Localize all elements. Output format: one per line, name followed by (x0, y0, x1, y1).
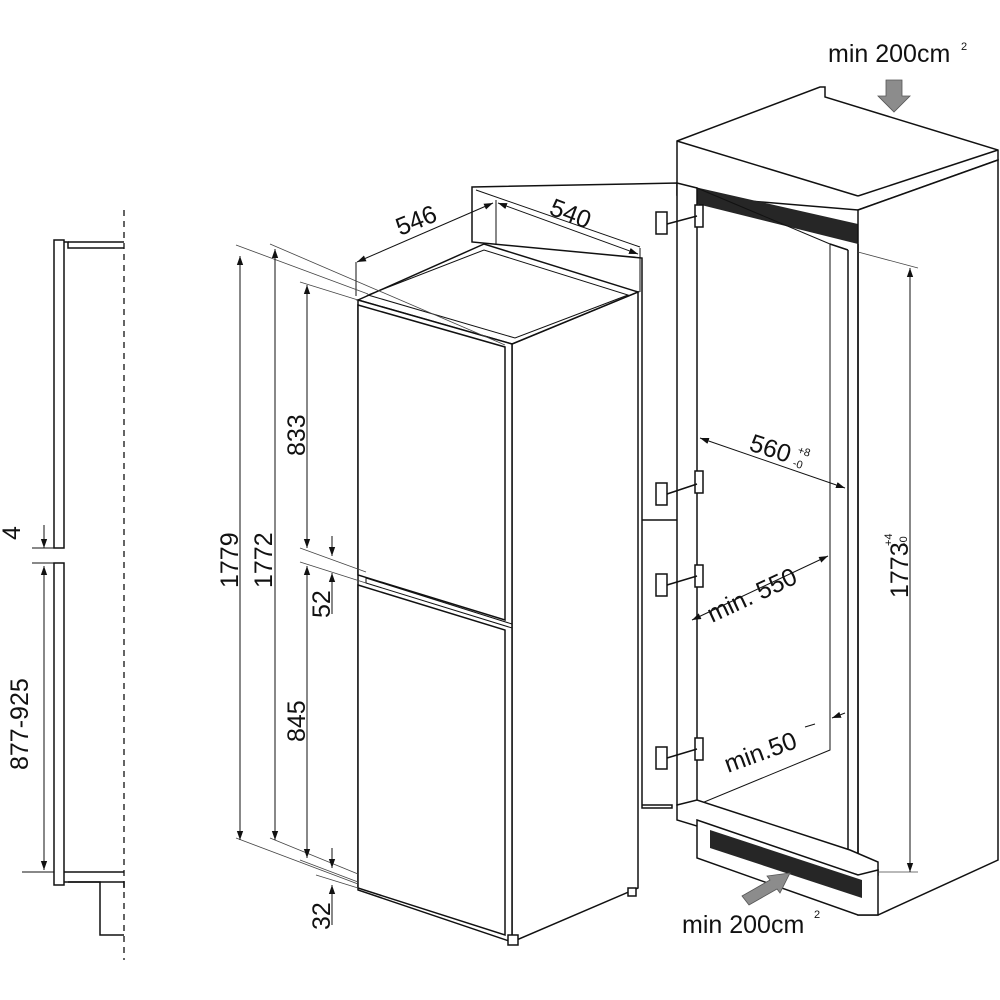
niche-height-tol-minus: -0 (898, 536, 910, 546)
hinge-3-plate (655, 573, 668, 597)
top-vent-label: min 200cm (828, 40, 950, 68)
ext-1772-bottom (269, 837, 359, 875)
niche-height-label: 1773 (886, 542, 914, 598)
bottom-vent-arrow (741, 872, 791, 906)
height-label: 877-925 (6, 678, 34, 770)
niche-right-side (857, 158, 999, 916)
niche: min 200cm 2 min 200cm 2 (655, 40, 999, 939)
hinge-2-block (694, 470, 704, 494)
hinge-2-plate (655, 482, 668, 506)
door-gap-strip (365, 577, 513, 629)
ext-833-top (299, 281, 359, 301)
upper-cabinet-edge (64, 241, 124, 249)
ext-32 (315, 874, 359, 889)
lower-door (357, 583, 506, 937)
upper-door (357, 304, 506, 622)
rear-gap-label: min.50 (720, 727, 800, 779)
hinge-2-arm (666, 483, 698, 495)
appliance: 546 540 1779 1772 833 845 52 32 (216, 182, 679, 946)
depth-dim-line (356, 202, 494, 263)
niche-height-tol-plus: +4 (883, 533, 895, 546)
lower-door-label: 845 (283, 700, 311, 742)
appliance-side (511, 290, 639, 944)
gap-label: 4 (0, 526, 26, 540)
appliance-top-inner (366, 249, 630, 339)
ext-1772-top (269, 243, 506, 346)
ext-845-top (299, 561, 367, 584)
plinth (68, 881, 124, 936)
niche-width-tol-plus: +8 (796, 444, 812, 459)
door-gap-label: 52 (308, 590, 336, 618)
bottom-vent-label: min 200cm (682, 911, 804, 939)
foot-rear (627, 887, 637, 897)
ext-1779-top (235, 244, 369, 295)
hinge-bottom-plate (655, 746, 668, 770)
niche-inner-left (696, 187, 831, 806)
bottom-vent-slot (710, 830, 862, 898)
dim-560-line (699, 437, 846, 489)
top-vent-sup: 2 (961, 41, 967, 53)
body-height-label: 1772 (250, 532, 278, 588)
ext-1773-top (857, 251, 919, 269)
dim-50-tick (804, 723, 816, 728)
base-gap-label: 32 (308, 902, 336, 930)
niche-width-label: 560 (746, 429, 794, 469)
top-vent-arrow (877, 79, 911, 113)
side-profile: 4 877-925 (0, 210, 125, 960)
bottom-vent-sup: 2 (814, 909, 820, 921)
lower-door-panel (53, 562, 65, 886)
depth-label: 546 (392, 200, 441, 242)
ext-845-bottom (299, 859, 359, 883)
hinge-bottom-arm (666, 748, 698, 759)
total-height-label: 1779 (216, 532, 244, 588)
hinge-bottom (655, 737, 704, 770)
hinge-top-plate (655, 211, 668, 235)
niche-inner-back-top (829, 243, 849, 251)
hinge-top (655, 204, 704, 235)
niche-top-right-edge (857, 149, 999, 197)
upper-door-panel (53, 239, 65, 549)
width-dim-line (497, 202, 639, 255)
niche-top-front-edge (676, 140, 859, 197)
dim-50-arrow-right (831, 711, 846, 719)
dim-550-line (691, 555, 829, 621)
niche-depth-label: min. 550 (703, 563, 802, 629)
plinth-top (64, 881, 125, 888)
foot-front (507, 934, 519, 946)
ext-1779-bottom (235, 837, 359, 885)
upper-door-label: 833 (283, 414, 311, 456)
niche-width-tol-minus: -0 (791, 457, 804, 471)
hinge-top-arm (666, 215, 698, 225)
ext-833-bottom (299, 547, 367, 573)
niche-left-jamb (676, 182, 698, 806)
